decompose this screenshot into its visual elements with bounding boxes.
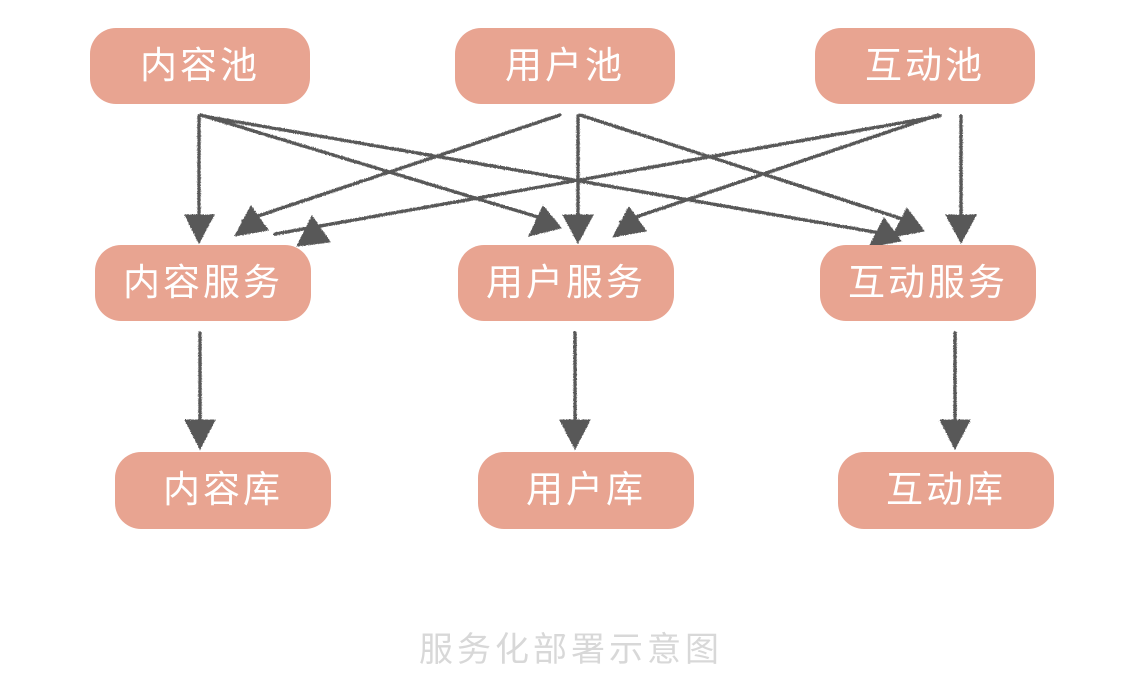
edge-content-service-to-content-db bbox=[184, 331, 216, 451]
edge-interaction-pool-to-interaction-service bbox=[945, 114, 977, 245]
node-interaction-db-label: 互动库 bbox=[886, 468, 1006, 511]
node-user-pool[interactable]: 用户池 bbox=[455, 28, 675, 104]
node-content-pool[interactable]: 内容池 bbox=[90, 28, 310, 104]
node-content-service-label: 内容服务 bbox=[123, 260, 283, 304]
edge-user-service-to-user-db bbox=[559, 331, 591, 451]
node-user-service[interactable]: 用户服务 bbox=[458, 245, 674, 321]
edge-content-pool-to-user-service bbox=[199, 113, 562, 237]
node-user-db[interactable]: 用户库 bbox=[478, 452, 694, 529]
node-interaction-service-label: 互动服务 bbox=[848, 260, 1008, 304]
edge-user-pool-to-content-service bbox=[234, 113, 562, 237]
edge-interaction-pool-to-user-service bbox=[612, 113, 940, 238]
edge-interaction-pool-to-content-service bbox=[273, 114, 942, 247]
node-interaction-pool[interactable]: 互动池 bbox=[815, 28, 1035, 104]
node-interaction-db[interactable]: 互动库 bbox=[838, 452, 1054, 529]
node-content-db-label: 内容库 bbox=[163, 468, 283, 511]
node-content-db[interactable]: 内容库 bbox=[115, 452, 331, 529]
edge-content-pool-to-interaction-service bbox=[201, 114, 902, 248]
node-interaction-pool-label: 互动池 bbox=[865, 43, 985, 87]
node-user-service-label: 用户服务 bbox=[486, 260, 646, 304]
edge-interaction-service-to-interaction-db bbox=[939, 331, 971, 451]
edge-content-pool-to-content-service bbox=[184, 114, 215, 245]
node-user-db-label: 用户库 bbox=[526, 468, 646, 511]
node-content-service[interactable]: 内容服务 bbox=[95, 245, 311, 321]
node-user-pool-label: 用户池 bbox=[505, 43, 625, 87]
node-interaction-service[interactable]: 互动服务 bbox=[820, 245, 1036, 321]
node-content-pool-label: 内容池 bbox=[140, 43, 260, 87]
diagram-caption: 服务化部署示意图 bbox=[419, 630, 723, 670]
edge-user-pool-to-user-service bbox=[562, 114, 594, 245]
edge-user-pool-to-interaction-service bbox=[578, 113, 925, 238]
